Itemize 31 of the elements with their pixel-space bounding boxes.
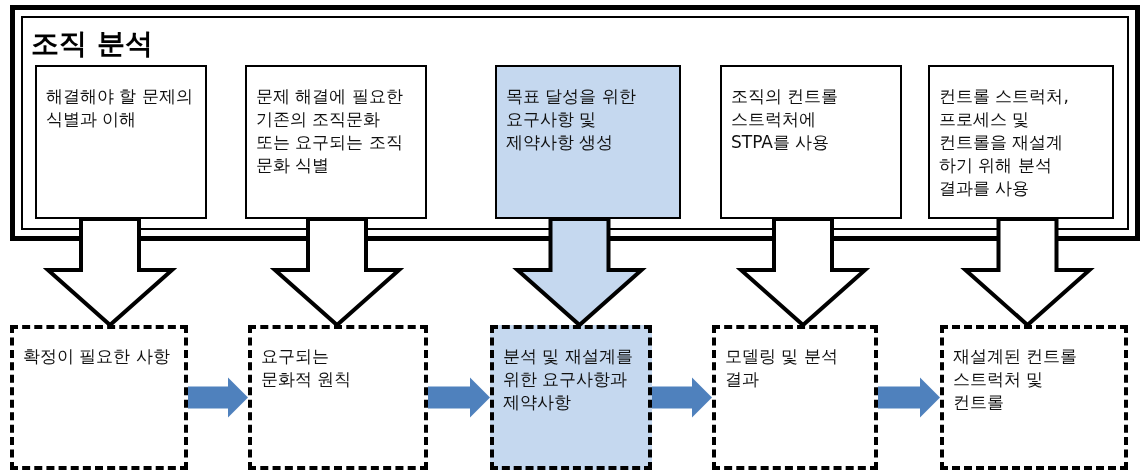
process-box <box>940 325 1128 470</box>
group-title: 조직 분석 <box>31 30 153 58</box>
process-box <box>712 325 878 470</box>
block-arrow <box>512 217 647 328</box>
box-text: 목표 달성을 위한 요구사항 및 제약사항 생성 <box>506 85 637 154</box>
box-text: 확정이 필요한 사항 <box>23 345 171 368</box>
process-box <box>495 65 681 219</box>
process-box <box>35 65 207 219</box>
box-text: 분석 및 재설계를 위한 요구사항과 제약사항 <box>503 345 634 414</box>
block-arrow <box>960 217 1095 328</box>
process-box <box>720 65 902 219</box>
box-text: 모델링 및 분석 결과 <box>725 345 839 391</box>
process-box <box>245 65 427 219</box>
box-text: 컨트롤 스트럭처, 프로세스 및 컨트롤을 재설계 하기 위해 분석 결과를 사용 <box>939 85 1070 200</box>
box-text: 조직의 컨트롤 스트럭처에 STPA를 사용 <box>731 85 840 154</box>
group-box <box>10 5 1140 241</box>
box-text: 문제 해결에 필요한 기존의 조직문화 또는 요구되는 조직 문화 식별 <box>256 85 404 177</box>
box-text: 해결해야 할 문제의 식별과 이해 <box>46 85 194 131</box>
arrow <box>652 377 712 418</box>
process-box <box>10 325 188 470</box>
process-box <box>248 325 428 470</box>
arrow <box>428 377 490 418</box>
process-box <box>490 325 652 470</box>
block-arrow <box>735 217 871 328</box>
arrow <box>188 377 248 418</box>
block-arrow <box>42 217 178 328</box>
box-text: 재설계된 컨트롤 스트럭처 및 컨트롤 <box>953 345 1079 414</box>
arrow <box>878 377 940 418</box>
box-text: 요구되는 문화적 원칙 <box>261 345 353 391</box>
process-box <box>928 65 1114 219</box>
block-arrow <box>269 217 405 328</box>
